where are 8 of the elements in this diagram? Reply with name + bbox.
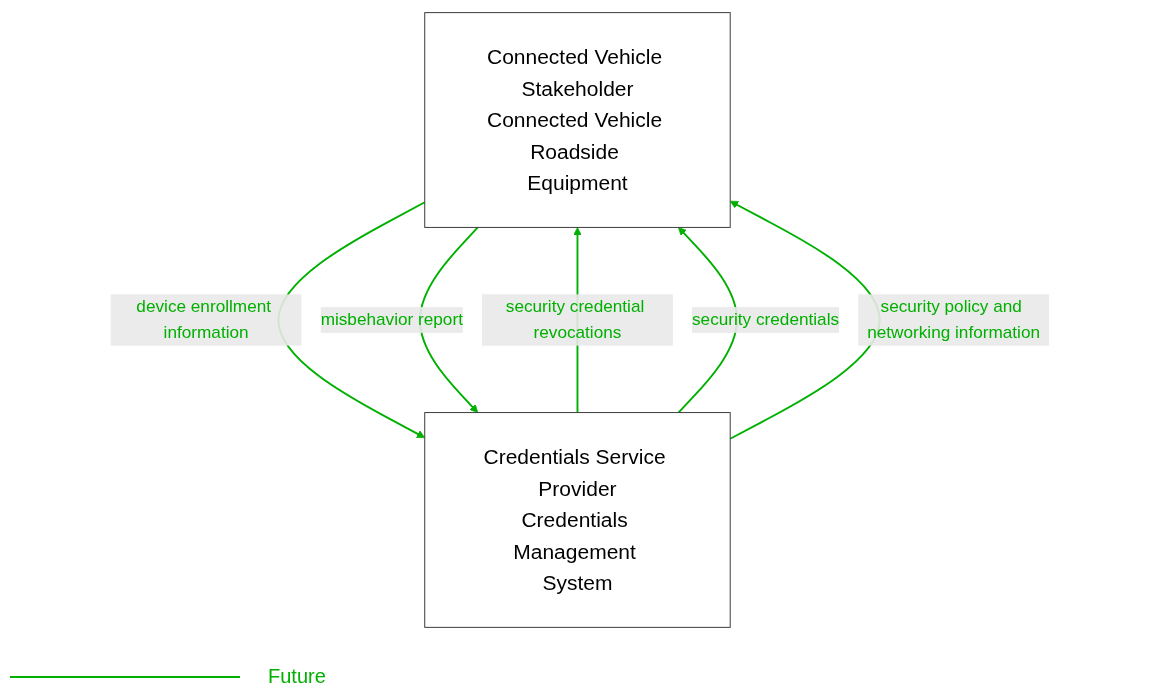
edge-label: security credentials (691, 309, 839, 330)
node-box: Connected Vehicle Stakeholder Connected Vehicle Roadside Equipment (423, 12, 731, 228)
legend-label: Future (268, 665, 326, 688)
edge-label: security policy and networking information (866, 297, 1040, 342)
node-box: Credentials Service Provider Credentials Management System (423, 412, 731, 628)
edge-label: device enrollment information (136, 297, 271, 342)
edge-label: misbehavior report (320, 309, 463, 330)
edge-label: security credential revocations (505, 297, 644, 342)
